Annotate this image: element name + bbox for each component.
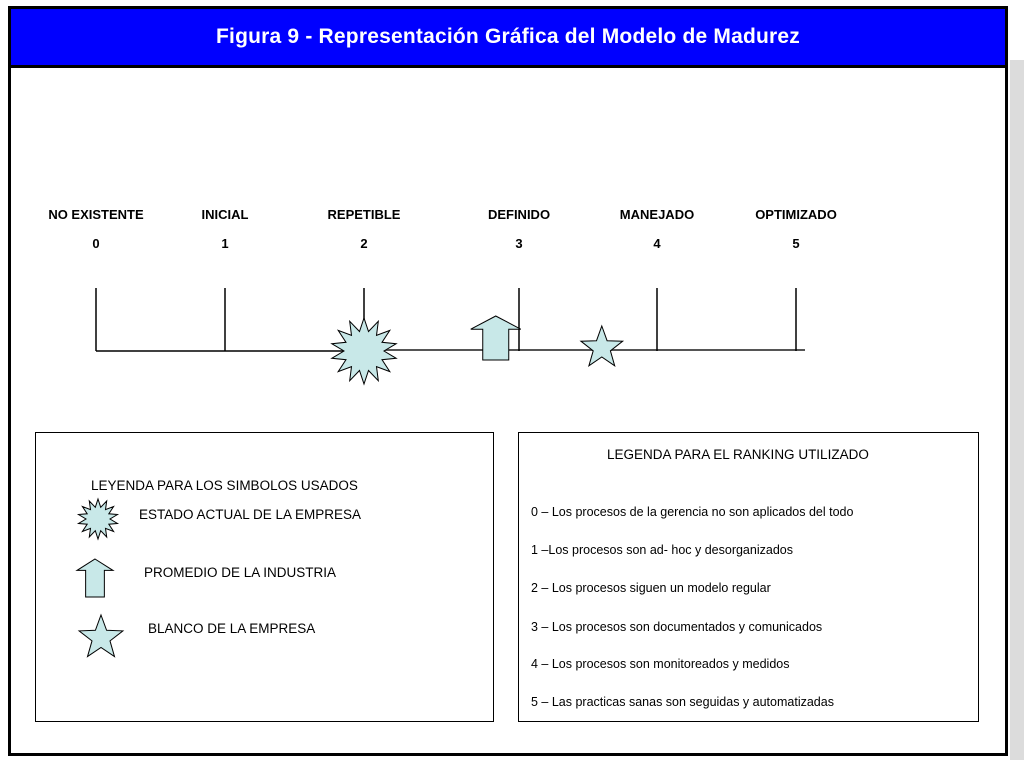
ranking-item-1: 1 –Los procesos son ad- hoc y desorganiz… (531, 543, 793, 557)
promedio-industria-up-arrow-icon (470, 315, 521, 361)
burst-icon (76, 497, 120, 541)
symbol-legend-heading: LEYENDA PARA LOS SIMBOLOS USADOS (91, 478, 358, 493)
level-name-5: OPTIMIZADO (755, 207, 837, 222)
symbol-legend-label-blanco: BLANCO DE LA EMPRESA (148, 621, 316, 636)
figure-title: Figura 9 - Representación Gráfica del Mo… (11, 9, 1005, 68)
level-name-1: INICIAL (201, 207, 249, 222)
ranking-item-4: 4 – Los procesos son monitoreados y medi… (531, 657, 790, 671)
level-number-0: 0 (92, 236, 100, 251)
ranking-legend-box: LEGENDA PARA EL RANKING UTILIZADO 0 – Lo… (518, 432, 979, 722)
level-name-2: REPETIBLE (327, 207, 401, 222)
ranking-item-5: 5 – Las practicas sanas son seguidas y a… (531, 695, 834, 709)
level-number-5: 5 (792, 236, 800, 251)
level-number-2: 2 (360, 236, 368, 251)
up-arrow-icon (75, 558, 115, 598)
level-name-4: MANEJADO (619, 207, 695, 222)
star-icon (77, 613, 125, 658)
ranking-item-2: 2 – Los procesos siguen un modelo regula… (531, 581, 771, 595)
ranking-item-0: 0 – Los procesos de la gerencia no son a… (531, 505, 854, 519)
level-name-0: NO EXISTENTE (48, 207, 144, 222)
level-name-3: DEFINIDO (487, 207, 551, 222)
estado-actual-burst-icon (330, 316, 398, 386)
level-number-4: 4 (653, 236, 661, 251)
maturity-scale (95, 288, 805, 386)
symbol-legend-label-estado: ESTADO ACTUAL DE LA EMPRESA (139, 507, 362, 522)
blanco-empresa-star-icon (579, 324, 625, 367)
symbol-legend-box: LEYENDA PARA LOS SIMBOLOS USADOS ESTADO … (35, 432, 494, 722)
page-edge (1010, 60, 1024, 760)
ranking-item-3: 3 – Los procesos son documentados y comu… (531, 620, 823, 634)
ranking-legend-heading: LEGENDA PARA EL RANKING UTILIZADO (607, 447, 869, 462)
symbol-legend-label-promedio: PROMEDIO DE LA INDUSTRIA (144, 565, 337, 580)
level-number-1: 1 (221, 236, 229, 251)
level-number-3: 3 (515, 236, 523, 251)
